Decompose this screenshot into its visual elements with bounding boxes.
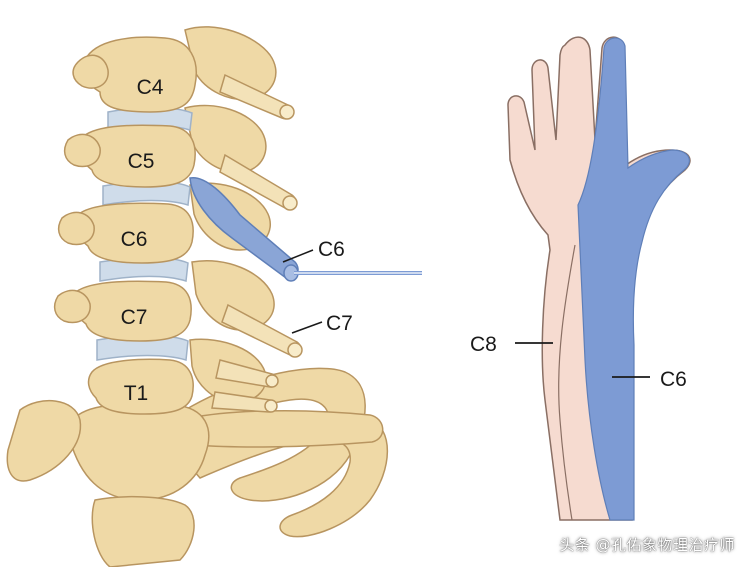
c4-side: [72, 54, 109, 89]
vertebra-label-t1: T1: [124, 382, 149, 405]
t1-root-end: [265, 374, 279, 388]
vertebra-label-c6: C6: [121, 228, 148, 251]
vertebral-bodies: [53, 36, 197, 415]
clavicle: [189, 409, 384, 448]
watermark: 头条 @孔佑象物理治疗师: [559, 536, 735, 554]
t1-body: [87, 358, 194, 415]
c7-body: [69, 280, 192, 342]
c6-nerve-root: [189, 177, 422, 282]
arm-dermatome: [507, 36, 691, 521]
t2-body: [67, 404, 210, 501]
c8-boundary: [558, 244, 576, 521]
c7-posterior: [191, 260, 275, 331]
c7-side: [53, 289, 91, 324]
c6-body: [71, 202, 194, 264]
c6-dermatome: [577, 37, 690, 521]
vertebra-label-c4: C4: [137, 76, 164, 99]
c5-side: [63, 133, 101, 168]
c4-body: [81, 36, 197, 113]
c5-root-end: [282, 195, 298, 211]
labels: C4 C5 C6 C7 T1 C6 C7 C8 C6: [121, 76, 687, 405]
nerve-label-c6: C6: [318, 238, 345, 261]
c6-nerve-callout: [282, 249, 314, 263]
c4-posterior: [184, 26, 277, 101]
transverse-processes: [211, 73, 303, 413]
vertebra-label-c7: C7: [121, 306, 148, 329]
discs: [96, 106, 193, 361]
c4-root-end: [279, 104, 295, 120]
c7-root-end: [287, 342, 303, 358]
scapula-fragment: [6, 399, 82, 482]
nerve-label-c7: C7: [326, 312, 353, 335]
vertebra-label-c5: C5: [128, 150, 155, 173]
dermatome-label-c6: C6: [660, 368, 687, 391]
c7-nerve-callout: [291, 321, 323, 334]
c6-side: [57, 211, 95, 246]
dermatome-label-c8: C8: [470, 333, 497, 356]
cervical-spine: [6, 26, 422, 567]
c5-posterior: [184, 104, 267, 173]
c5-body: [76, 124, 196, 188]
t1-lower-root-end: [264, 399, 278, 413]
upper-thoracic: [6, 399, 210, 567]
lower-bone: [91, 495, 195, 567]
